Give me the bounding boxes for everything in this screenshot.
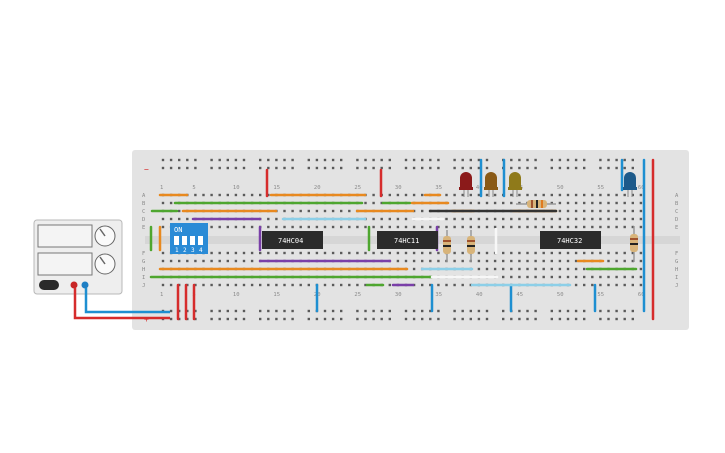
row-label: D — [142, 217, 145, 223]
dip-toggle-2[interactable] — [182, 236, 187, 245]
column-label-bottom: 45 — [516, 292, 523, 298]
dip-switch[interactable]: ON 1 2 3 4 — [170, 223, 208, 254]
wires — [149, 158, 655, 321]
column-label-top: 30 — [395, 185, 402, 191]
chip-74hc04[interactable]: 74HC04 — [262, 231, 323, 249]
column-label-top: 5 — [192, 185, 195, 191]
power-supply[interactable] — [33, 219, 123, 295]
resistor-2[interactable] — [467, 230, 475, 262]
breadboard-labels: 1510152025303540455055601510152025303540… — [142, 165, 679, 324]
dip-toggle-3[interactable] — [190, 236, 195, 245]
column-label-top: 1 — [160, 185, 163, 191]
row-label: J — [142, 283, 145, 289]
row-label: I — [142, 275, 145, 281]
chip-74hc32-label: 74HC32 — [557, 237, 582, 245]
dip-pos-1: 1 — [175, 247, 179, 254]
row-label: G — [142, 259, 145, 265]
row-label: H — [675, 267, 678, 273]
row-label: I — [675, 275, 678, 281]
column-label-bottom: 40 — [476, 292, 483, 298]
chip-74hc04-label: 74HC04 — [278, 237, 303, 245]
dip-pos-3: 3 — [191, 247, 195, 254]
row-label: F — [142, 251, 145, 257]
row-label: B — [142, 201, 146, 207]
column-label-bottom: 10 — [233, 292, 240, 298]
row-label: H — [142, 267, 145, 273]
column-label-bottom: 1 — [160, 292, 163, 298]
current-display — [37, 252, 93, 276]
row-label: B — [675, 201, 679, 207]
column-label-top: 20 — [314, 185, 321, 191]
red-led[interactable] — [459, 172, 473, 197]
row-label: F — [675, 251, 678, 257]
column-label-bottom: 25 — [354, 292, 361, 298]
resistor-horizontal[interactable] — [516, 200, 556, 208]
row-label: E — [142, 225, 145, 231]
dip-pos-2: 2 — [183, 247, 187, 254]
column-label-top: 40 — [476, 185, 483, 191]
column-label-top: 25 — [354, 185, 361, 191]
row-label: A — [675, 193, 679, 199]
column-label-bottom: 15 — [273, 292, 280, 298]
row-label: D — [675, 217, 678, 223]
column-label-top: 10 — [233, 185, 240, 191]
dip-toggle-4[interactable] — [198, 236, 203, 245]
positive-terminal[interactable] — [70, 281, 78, 289]
chip-74hc11[interactable]: 74HC11 — [377, 231, 438, 249]
column-label-top: 15 — [273, 185, 280, 191]
column-label-bottom: 50 — [557, 292, 564, 298]
yellow-led[interactable] — [508, 172, 522, 197]
blue-led[interactable] — [623, 172, 637, 197]
column-label-top: 55 — [597, 185, 604, 191]
chip-74hc32[interactable]: 74HC32 — [540, 231, 601, 249]
rail-plus-label: + — [144, 315, 149, 324]
row-label: C — [142, 209, 145, 215]
row-label: E — [675, 225, 678, 231]
column-label-top: 35 — [435, 185, 442, 191]
row-label: A — [142, 193, 146, 199]
chip-74hc11-label: 74HC11 — [394, 237, 419, 245]
column-label-bottom: 30 — [395, 292, 402, 298]
column-label-bottom: 35 — [435, 292, 442, 298]
orange-led[interactable] — [484, 172, 498, 197]
column-label-bottom: 60 — [638, 292, 645, 298]
dip-pos-4: 4 — [199, 247, 203, 254]
supply-blue-lead[interactable] — [84, 288, 170, 314]
resistor-1[interactable] — [443, 230, 451, 262]
dip-toggle-1[interactable] — [174, 236, 179, 245]
column-label-bottom: 55 — [597, 292, 604, 298]
row-label: J — [675, 283, 678, 289]
column-label-top: 60 — [638, 185, 645, 191]
row-label: C — [675, 209, 678, 215]
voltage-display — [37, 224, 93, 248]
power-switch[interactable] — [39, 280, 59, 290]
negative-terminal[interactable] — [81, 281, 89, 289]
dip-on-label: ON — [174, 226, 182, 234]
rail-minus-label: − — [144, 165, 149, 174]
leds — [459, 172, 637, 197]
row-label: G — [675, 259, 678, 265]
supply-red-lead[interactable] — [73, 288, 170, 320]
resistor-3[interactable] — [630, 226, 638, 262]
column-label-top: 50 — [557, 185, 564, 191]
